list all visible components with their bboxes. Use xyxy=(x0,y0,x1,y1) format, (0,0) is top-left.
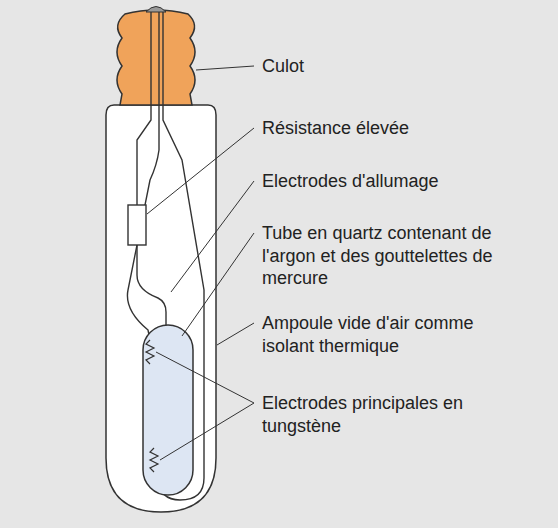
leader-lines xyxy=(147,66,254,460)
part-label: Culot xyxy=(262,55,502,78)
quartz-tube xyxy=(143,325,193,495)
part-label: Ampoule vide d'air comme isolant thermiq… xyxy=(262,312,502,357)
wires xyxy=(127,12,204,500)
part-label: Electrodes d'allumage xyxy=(262,170,502,193)
main-electrode xyxy=(146,340,154,364)
part-label: Tube en quartz contenant de l'argon et d… xyxy=(262,222,502,290)
part-label: Résistance élevée xyxy=(262,117,502,140)
lamp-cap xyxy=(117,10,195,105)
contact xyxy=(146,7,166,13)
main-electrode xyxy=(150,448,158,472)
resistor-symbol xyxy=(128,205,146,245)
part-label: Electrodes principales en tungstène xyxy=(262,392,502,437)
glass-bulb xyxy=(106,105,216,512)
